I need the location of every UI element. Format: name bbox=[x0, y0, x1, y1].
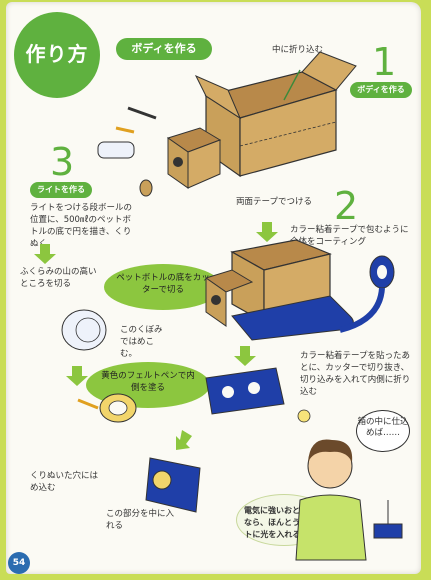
note-step2: カラー粘着テープで包むように全体をコーティング bbox=[290, 225, 409, 247]
step-1-number: 1 bbox=[372, 40, 397, 84]
bubble-cut-bottle: ペットボトルの底をカッターで切る bbox=[104, 264, 222, 310]
cardboard-box-illustration bbox=[194, 51, 357, 178]
note-fit-hole: くりぬいた穴にはめ込む bbox=[30, 471, 99, 493]
page-number: 54 bbox=[8, 552, 30, 574]
blue-front-illustration bbox=[145, 457, 201, 513]
boy-illustration bbox=[295, 409, 367, 561]
step-3-badge: ライトを作る bbox=[30, 182, 92, 198]
step-2-number: 2 bbox=[334, 184, 359, 228]
blue-panel-illustration bbox=[205, 367, 285, 415]
taped-box-illustration bbox=[204, 239, 395, 341]
section-badge: ボディを作る bbox=[116, 38, 212, 60]
flow-arrows bbox=[34, 222, 278, 450]
bottle-illustration bbox=[97, 141, 153, 197]
page-title: 作り方 bbox=[25, 42, 89, 66]
step-3-number: 3 bbox=[50, 140, 75, 184]
small-box-light-illustration bbox=[373, 500, 403, 539]
step-1-badge: ボディを作る bbox=[350, 82, 412, 98]
bubble-thought: 箱の中に仕込めば…… bbox=[356, 410, 410, 452]
tools-illustration bbox=[115, 106, 157, 134]
note-fold-in: 中に折り込む bbox=[272, 45, 324, 55]
small-box-illustration bbox=[166, 127, 222, 189]
title-circle bbox=[14, 12, 100, 98]
note-tape-cut: カラー粘着テープを貼ったあとに、カッターで切り抜き、切り込みを入れて内側に折り込… bbox=[300, 351, 411, 397]
bottle-bottom-illustration bbox=[61, 309, 137, 423]
note-fit-dent: このくぼみではめこむ。 bbox=[120, 325, 163, 359]
note-cut-bulge: ふくらみの山の高いところを切る bbox=[20, 267, 97, 289]
note-fold-part: この部分を中に入れる bbox=[106, 509, 175, 531]
note-double-tape: 両面テープでつける bbox=[236, 197, 312, 207]
